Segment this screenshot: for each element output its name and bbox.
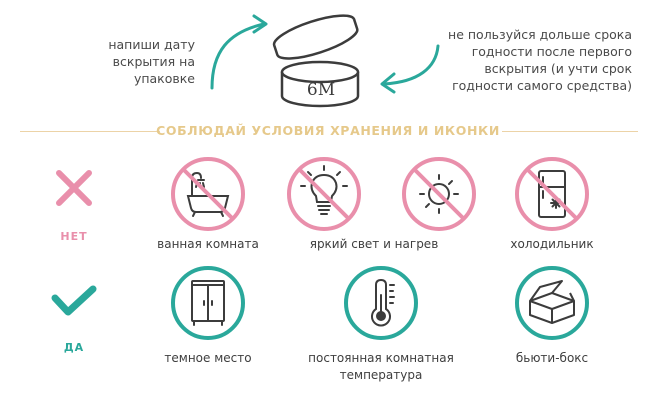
curved-arrow-icon: [380, 44, 440, 94]
jar-label: 6M: [306, 80, 336, 100]
shelf-life-note: не пользуйся дольше срока годности после…: [418, 26, 632, 94]
cross-icon: [56, 170, 92, 206]
thermometer-icon: [344, 266, 418, 340]
no-label: НЕТ: [60, 230, 88, 243]
checkmark-icon: [51, 285, 97, 316]
section-title: СОБЛЮДАЙ УСЛОВИЯ ХРАНЕНИЯ И ИКОНКИ: [156, 123, 500, 138]
wardrobe-icon: [171, 266, 245, 340]
beauty-box-icon: [515, 266, 589, 340]
note-line: годности после первого: [471, 44, 632, 59]
open-date-note: напиши дату вскрытия на упаковке: [95, 36, 195, 87]
note-line: вскрытия (и учти срок: [484, 61, 632, 76]
divider: [20, 131, 160, 132]
note-line: вскрытия на: [112, 54, 195, 69]
label-line: постоянная комнатная: [308, 351, 454, 365]
section-header: СОБЛЮДАЙ УСЛОВИЯ ХРАНЕНИЯ И ИКОНКИ: [0, 121, 656, 141]
note-line: годности самого средства): [452, 78, 632, 93]
divider: [502, 131, 638, 132]
sun-heat-icon: [402, 157, 476, 231]
bathroom-icon: [171, 157, 245, 231]
note-line: не пользуйся дольше срока: [448, 27, 632, 42]
bathroom-label: ванная комната: [157, 237, 259, 251]
room-temperature-label: постоянная комнатная температура: [296, 350, 466, 384]
open-jar-icon: [272, 14, 360, 108]
bright-light-icon: [287, 157, 361, 231]
curved-arrow-icon: [210, 14, 268, 90]
yes-label: ДА: [63, 341, 85, 354]
label-line: температура: [339, 368, 423, 382]
fridge-label: холодильник: [510, 237, 594, 251]
beauty-box-label: бьюти-бокс: [515, 351, 589, 365]
fridge-icon: [515, 157, 589, 231]
note-line: упаковке: [133, 71, 195, 86]
bright-light-label: яркий свет и нагрев: [309, 237, 439, 251]
dark-place-label: темное место: [164, 351, 252, 365]
note-line: напиши дату: [108, 37, 195, 52]
